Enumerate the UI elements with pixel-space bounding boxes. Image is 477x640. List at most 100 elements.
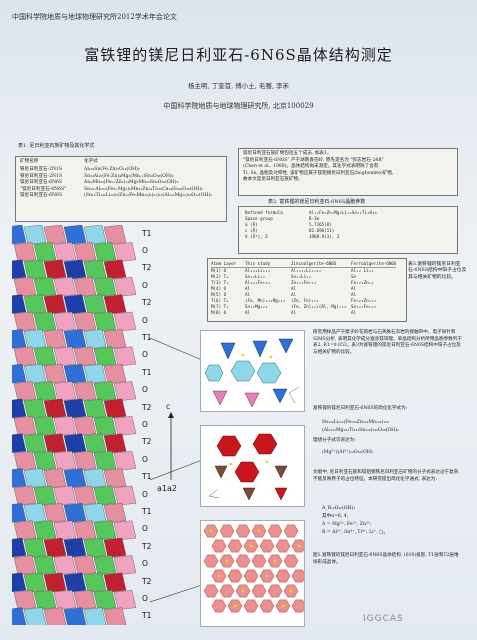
polyhedron: [93, 485, 117, 506]
polyhedra-stack: [3, 224, 137, 628]
polyhedron: [63, 398, 87, 419]
octahedron: [203, 584, 219, 598]
octahedron: [203, 554, 219, 568]
table-cell: Sn₂₂Al₁₆(Fe,Zn)₄Mg₃(Mn,₂)Sn₂O₃₈(OH)₂: [84, 173, 174, 179]
cation-site: [233, 604, 237, 608]
table3: Atom Layer This study Zincoalgerite-6N6S…: [207, 258, 407, 322]
polyhedron: [3, 259, 27, 280]
layer-label: T1: [142, 333, 152, 343]
polyhedron: [43, 537, 67, 558]
octahedron: [283, 524, 299, 538]
table-cell: Zn₁₂₂Fe₁₂₂: [291, 280, 317, 285]
polyhedron: [73, 242, 97, 262]
cation-site: [281, 604, 285, 608]
polyhedron: [43, 294, 67, 315]
table-header-cell: Zincoalgerite-6N6S: [291, 261, 337, 266]
octahedron: [275, 569, 291, 583]
polyhedron: [33, 381, 57, 402]
cation-site: [289, 589, 293, 593]
intro-box: 镁尼日利亚石族矿物包括五个成员, 如表1。 "镁尼日利亚石-6N6S" 产于湖南…: [238, 148, 458, 196]
table-row: 铁尼日利亚石-2N1S Sn₂₂Al₁₆(Fe,Zn)₄Mg₃(Mn,₂)Sn₂O…: [20, 174, 220, 181]
polyhedron: [13, 450, 37, 471]
polyhedron: [33, 277, 57, 297]
table-row: a (Å)5.7165(8): [245, 222, 377, 228]
table-cell: Sn₁₂Li₁₂: [245, 274, 266, 279]
cation-site: [249, 544, 253, 548]
formula-1: Sn₁₂₂Li₁₂₂(Fe₁₂₂Zn₁₂₂Mn₁₂₂)₁₂₂: [322, 420, 389, 425]
header-text: 中国科学院地质与地球物理研究所2012学术年会论文: [12, 13, 177, 21]
polyhedron: [63, 224, 87, 245]
polyhedron: [13, 346, 37, 367]
table-cell: Al: [291, 310, 297, 315]
layer-t2-svg: [203, 524, 307, 613]
polyhedron: [53, 381, 77, 402]
table-cell: Al₁₀₂Sn(Fe,Zn)₂O₁₄(OH)₂: [84, 167, 140, 172]
table-cell: Al: [245, 286, 251, 291]
cation-site: [241, 589, 245, 593]
polyhedron: [33, 450, 57, 471]
polyhedron: [83, 259, 107, 280]
polyhedron: [13, 311, 37, 332]
polyhedron: [113, 416, 137, 436]
octahedral-sheet: [203, 524, 307, 613]
polyhedron: [3, 224, 27, 245]
polyhedron: [43, 607, 67, 628]
polyhedron: [43, 468, 67, 489]
table-cell: Al₁₂ Li₂₂: [351, 268, 374, 273]
polyhedron: [73, 416, 97, 436]
table-cell: 5.7165(8): [309, 222, 332, 227]
polyhedron: [113, 311, 137, 332]
polyhedron: [63, 329, 87, 349]
polyhedron: [23, 398, 47, 419]
table3-body: Atom Layer This study Zincoalgerite-6N6S…: [211, 261, 397, 316]
polyhedron: [73, 277, 97, 297]
polyhedron: [43, 329, 67, 349]
polyhedron: [53, 242, 77, 262]
authors: 杨主明, 丁奎首, 傅小土, 毛骞, 李禾: [187, 82, 290, 90]
polyhedron: [3, 607, 27, 628]
octahedron: [227, 539, 243, 553]
octahedron: [235, 524, 251, 538]
polyhedron: [33, 242, 57, 262]
layer-label: O: [142, 280, 148, 290]
polyhedron: [63, 468, 87, 489]
polyhedron: [13, 520, 37, 541]
intro-line: "镁尼日利亚石-6N6S" 产于湖南香花岭, 原先定名为 "弥志岩石-24R": [243, 157, 384, 163]
polyhedron: [23, 503, 47, 523]
polyhedron: [13, 555, 37, 575]
polyhedron: [3, 363, 27, 384]
cation-site: [257, 529, 261, 533]
table-cell: c (Å): [245, 228, 258, 233]
layer-label: O: [142, 420, 148, 429]
formula-3: (Mg²⁺)(Al³⁺)₁₂O₂₂(OH): [322, 450, 373, 455]
table-cell: M(1) O: [211, 268, 227, 273]
polyhedron: [43, 363, 67, 384]
polyhedron: [113, 277, 137, 297]
polyhedron: [93, 416, 117, 436]
body-paragraph-1: 研究用样品产于糜子岭花岗岩与石英脉石灰岩的接触带中。电子探针和SIMS分析, 表…: [313, 330, 462, 355]
polyhedron: [113, 590, 137, 610]
layer-label: O: [142, 385, 148, 395]
polyhedron: [53, 311, 77, 332]
table-cell: 铁尼日利亚石-2N1S: [20, 173, 63, 179]
table-cell: Al: [351, 310, 357, 315]
formula-5: 其中n=6, 4,: [322, 514, 349, 519]
polyhedron: [23, 294, 47, 315]
table-cell: (Sn₁₂Ti₁₄₂Li₁₂)₆(Zn₁₂Fe₃Mn₁₄)₂(₂₂)₁₆(Al₁…: [84, 193, 213, 199]
octahedron: [219, 584, 235, 598]
layer-label: T1: [142, 506, 152, 516]
polyhedron: [23, 433, 47, 454]
polyhedron: [3, 294, 27, 315]
polyhedron: [103, 503, 127, 523]
table-cell: M(4) O: [211, 286, 227, 291]
table-cell: (Fe, Mn)₁₂₂Mg₁₂₂: [245, 298, 286, 303]
leader-lines: [150, 337, 203, 603]
polyhedron: [103, 294, 127, 315]
